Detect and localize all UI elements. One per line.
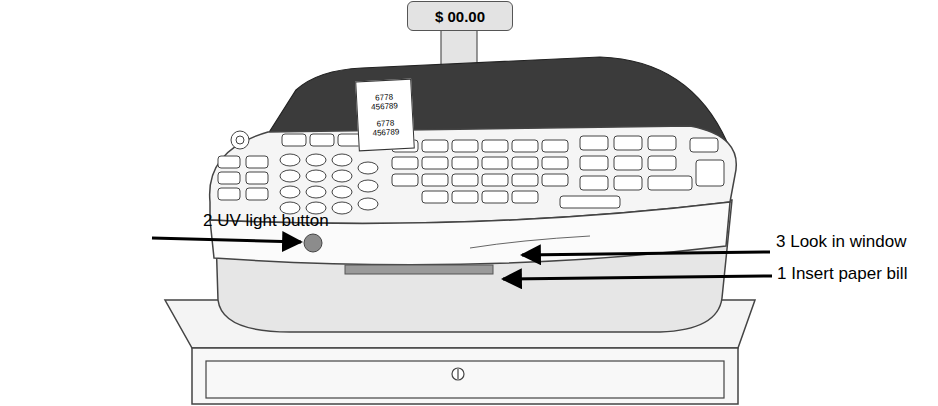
key bbox=[512, 191, 538, 203]
keys bbox=[218, 131, 724, 214]
key bbox=[614, 156, 642, 170]
key bbox=[482, 157, 508, 169]
key bbox=[580, 136, 608, 150]
key bbox=[614, 176, 642, 190]
key bbox=[358, 180, 378, 192]
key bbox=[422, 140, 448, 152]
key bbox=[542, 140, 568, 152]
key bbox=[580, 176, 608, 190]
key bbox=[648, 136, 676, 150]
key bbox=[614, 136, 642, 150]
key bbox=[358, 162, 378, 174]
key bbox=[482, 191, 508, 203]
callout-label: 2 UV light button bbox=[203, 211, 329, 231]
callout-label: 3 Look in window bbox=[776, 232, 906, 252]
drawer-lock-slot bbox=[457, 369, 458, 379]
key bbox=[246, 172, 268, 184]
key bbox=[282, 134, 306, 146]
key bbox=[452, 174, 478, 186]
key bbox=[422, 174, 448, 186]
key bbox=[246, 156, 268, 168]
key bbox=[452, 140, 478, 152]
key bbox=[690, 138, 718, 152]
key bbox=[560, 196, 620, 208]
key bbox=[580, 156, 608, 170]
callout-label: 1 Insert paper bill bbox=[777, 264, 907, 284]
key bbox=[452, 157, 478, 169]
key bbox=[512, 157, 538, 169]
key bbox=[392, 157, 418, 169]
receipt-text: 6778 456789 bbox=[365, 118, 406, 138]
key bbox=[306, 154, 326, 166]
window-edge bbox=[470, 236, 590, 248]
key bbox=[306, 186, 326, 198]
key bbox=[332, 186, 352, 198]
key bbox=[696, 160, 724, 186]
key bbox=[218, 188, 240, 200]
key bbox=[218, 172, 240, 184]
key-switch bbox=[231, 131, 249, 149]
key bbox=[280, 186, 300, 198]
leader-arrow bbox=[522, 252, 770, 255]
key bbox=[512, 174, 538, 186]
key bbox=[452, 191, 478, 203]
key bbox=[648, 156, 676, 170]
key bbox=[542, 157, 568, 169]
drawer-lock bbox=[452, 368, 464, 380]
leader-arrow bbox=[152, 238, 301, 242]
key bbox=[392, 174, 418, 186]
key bbox=[422, 191, 448, 203]
key bbox=[332, 154, 352, 166]
key bbox=[332, 202, 352, 214]
keyboard-panel bbox=[210, 126, 737, 223]
key bbox=[306, 170, 326, 182]
receipt-text: 6778 456789 bbox=[364, 92, 405, 112]
receipt-paper: 6778 456789 6778 456789 bbox=[355, 79, 415, 152]
uv-button bbox=[304, 234, 322, 252]
key bbox=[422, 157, 448, 169]
key bbox=[218, 156, 240, 168]
key bbox=[246, 188, 268, 200]
key bbox=[358, 198, 378, 210]
key bbox=[648, 176, 692, 190]
key bbox=[512, 140, 538, 152]
key bbox=[310, 134, 334, 146]
drawer-panel bbox=[206, 361, 724, 398]
key bbox=[280, 170, 300, 182]
key bbox=[332, 170, 352, 182]
key bbox=[542, 174, 568, 186]
key bbox=[482, 174, 508, 186]
key-switch-core bbox=[236, 136, 244, 144]
price-display: $ 00.00 bbox=[407, 1, 513, 31]
key bbox=[280, 154, 300, 166]
leader-arrow bbox=[503, 276, 772, 279]
display-amount: $ 00.00 bbox=[435, 8, 485, 25]
bill-slot bbox=[345, 265, 493, 274]
key bbox=[482, 140, 508, 152]
drawer-front bbox=[192, 348, 738, 404]
